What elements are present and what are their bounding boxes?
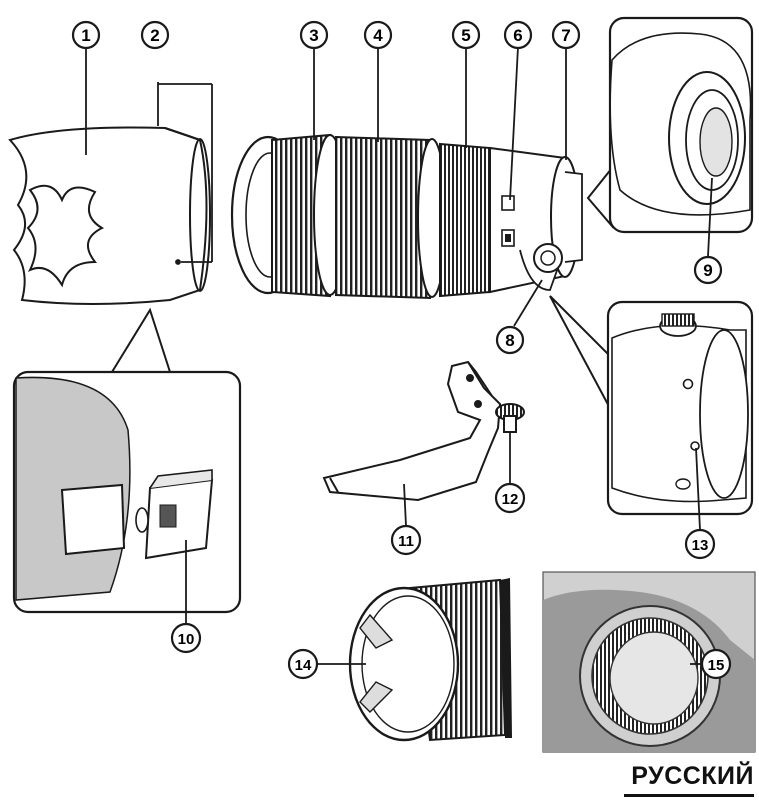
- svg-text:5: 5: [461, 26, 470, 45]
- svg-text:14: 14: [295, 657, 312, 674]
- callout-15: 15: [700, 648, 732, 680]
- callout-3: 3: [299, 20, 329, 50]
- callout-7: 7: [551, 20, 581, 50]
- lens-body: [230, 133, 583, 300]
- callout-13: 13: [684, 528, 716, 560]
- svg-text:6: 6: [513, 26, 522, 45]
- svg-text:3: 3: [309, 26, 318, 45]
- svg-text:15: 15: [708, 657, 725, 674]
- callout-4: 4: [363, 20, 393, 50]
- lens-hood: [8, 126, 211, 305]
- svg-text:1: 1: [81, 26, 90, 45]
- front-cap-photo: [348, 578, 512, 742]
- collar-inset: [549, 295, 754, 516]
- callout-6: 6: [503, 20, 533, 50]
- callout-10: 10: [170, 622, 202, 654]
- svg-text:7: 7: [561, 26, 570, 45]
- callout-8: 8: [495, 325, 525, 355]
- callout-2: 2: [140, 20, 170, 50]
- svg-text:9: 9: [703, 261, 712, 280]
- callout-1: 1: [71, 20, 101, 50]
- svg-text:10: 10: [178, 631, 195, 648]
- hood-lock-inset: [12, 307, 242, 614]
- callout-5: 5: [451, 20, 481, 50]
- callout-12: 12: [494, 482, 526, 514]
- svg-text:11: 11: [398, 533, 414, 550]
- rear-cap-photo: [542, 571, 756, 753]
- hood-markers: [157, 82, 213, 265]
- tripod-foot: [322, 360, 525, 502]
- callout-9: 9: [693, 255, 723, 285]
- mount-inset: [586, 16, 754, 234]
- svg-text:13: 13: [692, 537, 709, 554]
- language-underline: [624, 794, 754, 797]
- svg-text:8: 8: [505, 331, 514, 350]
- callout-14: 14: [287, 648, 319, 680]
- leader-lines: [85, 46, 713, 665]
- svg-text:2: 2: [150, 26, 159, 45]
- callout-11: 11: [390, 524, 422, 556]
- svg-text:12: 12: [502, 491, 519, 508]
- language-label: РУССКИЙ: [631, 762, 754, 790]
- svg-text:4: 4: [373, 26, 383, 45]
